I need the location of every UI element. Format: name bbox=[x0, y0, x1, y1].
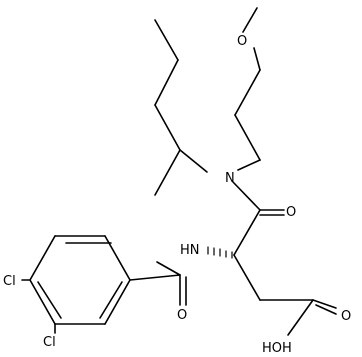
bond bbox=[312, 299, 337, 309]
bond bbox=[29, 235, 56, 281]
atom-label-amide-o: O bbox=[286, 205, 296, 220]
bond bbox=[154, 104, 181, 151]
bond bbox=[237, 159, 261, 171]
chloro-bonds bbox=[21, 279, 56, 334]
bond bbox=[154, 149, 181, 196]
amide-core bbox=[232, 181, 285, 256]
atom-label-benzoyl-o: O bbox=[177, 308, 187, 323]
bond bbox=[104, 279, 131, 325]
atom-label-nh: HN bbox=[180, 243, 200, 258]
bond bbox=[154, 19, 179, 61]
acid-chain bbox=[233, 254, 337, 336]
atom-label-acid-oh: HOH bbox=[262, 341, 292, 356]
bond bbox=[29, 279, 56, 325]
bond bbox=[234, 69, 261, 116]
bond bbox=[99, 281, 123, 319]
bond bbox=[315, 304, 337, 315]
bond bbox=[154, 59, 179, 106]
bond bbox=[232, 181, 261, 211]
bond bbox=[129, 274, 181, 281]
atom-label-acid-o: O bbox=[341, 309, 351, 324]
bond bbox=[37, 281, 62, 319]
atom-label-methoxy-o: O bbox=[237, 34, 247, 49]
bond bbox=[233, 209, 261, 256]
bond bbox=[233, 254, 261, 301]
bond bbox=[234, 114, 261, 161]
bond bbox=[253, 47, 261, 71]
bond bbox=[156, 261, 181, 276]
bond bbox=[287, 299, 314, 336]
atom-label-cl-3: Cl bbox=[43, 335, 56, 350]
benzene-ring bbox=[29, 235, 131, 325]
bond bbox=[242, 7, 258, 33]
pentyl-chain bbox=[154, 19, 208, 196]
methoxypropyl-chain bbox=[234, 7, 261, 171]
bond bbox=[179, 149, 208, 173]
atom-label-cl-4: Cl bbox=[3, 274, 16, 289]
benzoyl-carbonyl bbox=[129, 261, 187, 306]
stereo-hash-bond bbox=[207, 246, 233, 259]
atom-label-amide-n: N bbox=[225, 171, 235, 186]
